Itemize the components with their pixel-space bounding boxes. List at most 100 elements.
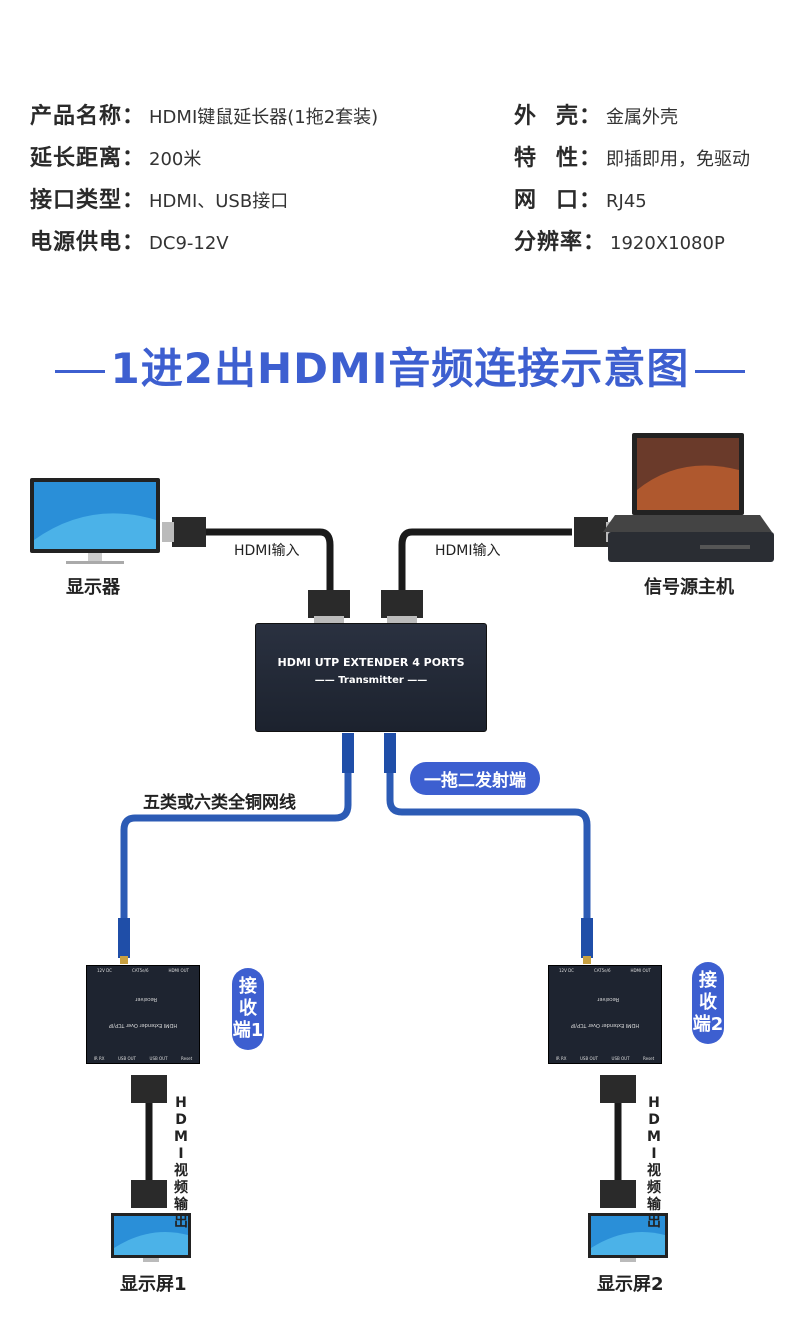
port-label: CAT5e/6 [131, 968, 149, 973]
receiver-2-pill: 接收端2 [692, 962, 724, 1044]
spec-label: 产品名称： [30, 104, 146, 129]
port-label: Reset [643, 1056, 655, 1061]
port-label: Reset [181, 1056, 193, 1061]
hdmi-plug-rx2-bottom [600, 1180, 636, 1208]
transmitter-subtitle: Transmitter [338, 675, 404, 686]
receiver-1-model: HDMI Extender Over TCP/IP [108, 1022, 178, 1028]
hdmi-plug-host [574, 517, 608, 547]
hdmi-out-label-1: HDMI视频输出 [174, 1095, 188, 1230]
transmitter-pill: 一拖二发射端 [410, 762, 540, 795]
spec-label: 电源供电： [30, 230, 146, 255]
hdmi-plug-rx2-top [600, 1075, 636, 1103]
port-label: CAT5e/6 [593, 968, 611, 973]
receiver-1-device: 12V DC CAT5e/6 HDMI OUT Receiver HDMI Ex… [86, 965, 200, 1064]
rj45-plug-rx2 [581, 918, 593, 958]
screen1-label: 显示屏1 [120, 1274, 187, 1295]
screen2-stand [620, 1258, 636, 1262]
utp-cable-right [386, 740, 591, 935]
receiver-1-bottom-ports: IR RX USB OUT USB OUT Reset [87, 1056, 199, 1061]
screen2-swoosh [591, 1231, 665, 1255]
spec-right-1: 特 性： 即插即用，免驱动 [514, 140, 750, 172]
hdmi-plug-tx-right [381, 590, 423, 618]
spec-value: HDMI键鼠延长器(1拖2套装) [149, 107, 379, 128]
receiver-1-pill: 接收端1 [232, 968, 264, 1050]
title-dash-right [695, 370, 746, 373]
transmitter-title: HDMI UTP EXTENDER 4 PORTS [277, 656, 465, 669]
port-label: USB OUT [118, 1056, 137, 1061]
hdmi-plug-rx1-bottom [131, 1180, 167, 1208]
spec-label: 接口类型： [30, 188, 146, 213]
screen2-label: 显示屏2 [597, 1274, 664, 1295]
monitor-base [66, 561, 124, 564]
port-label: USB OUT [611, 1056, 630, 1061]
monitor-label: 显示器 [66, 577, 120, 598]
spec-right-2: 网 口： RJ45 [514, 182, 647, 214]
spec-label: 特 [514, 146, 557, 171]
spec-right-0: 外 壳： 金属外壳 [514, 98, 678, 130]
spec-label: 性： [556, 146, 603, 171]
hdmi-plug-monitor [172, 517, 206, 547]
transmitter-device: HDMI UTP EXTENDER 4 PORTS —— Transmitter… [255, 623, 487, 732]
spec-label: 外 [514, 104, 557, 129]
transmitter-subtitle-row: —— Transmitter —— [314, 675, 428, 686]
receiver-1-role: Receiver [135, 996, 157, 1002]
hdmi-cable-monitor [205, 528, 334, 592]
hdmi-in-left-label: HDMI输入 [234, 543, 300, 559]
port-label: IR RX [555, 1056, 567, 1061]
laptop-keyboard [603, 515, 772, 532]
spec-label: 分辨率： [514, 230, 607, 255]
hdmi-plug-tx-left [308, 590, 350, 618]
spec-left-3: 电源供电： DC9-12V [30, 224, 229, 256]
monitor-stand [88, 553, 102, 561]
spec-label: 壳： [556, 104, 603, 129]
screen1-stand [143, 1258, 159, 1262]
receiver-2-role: Receiver [597, 996, 619, 1002]
spec-left-0: 产品名称： HDMI键鼠延长器(1拖2套装) [30, 98, 378, 130]
hdmi-plug-tx-left-tip [314, 616, 344, 624]
title-dash-left [54, 370, 105, 373]
spec-value: HDMI、USB接口 [149, 191, 289, 212]
spec-value: 金属外壳 [606, 107, 679, 128]
port-label: IR RX [93, 1056, 105, 1061]
hdmi-out-label-2: HDMI视频输出 [647, 1095, 661, 1230]
receiver-1-top-ports: 12V DC CAT5e/6 HDMI OUT [87, 968, 199, 973]
diagram-title: 1进2出HDMI音频连接示意图 [110, 344, 690, 393]
monitor-screen-swoosh [34, 513, 156, 549]
host-chassis [608, 532, 774, 562]
port-label: USB OUT [149, 1056, 168, 1061]
hdmi-plug-tx-right-tip [387, 616, 417, 624]
port-label: HDMI OUT [630, 968, 651, 973]
port-label: USB OUT [580, 1056, 599, 1061]
spec-right-3: 分辨率： 1920X1080P [514, 224, 725, 256]
hdmi-cable-host [398, 528, 572, 592]
host-label: 信号源主机 [644, 577, 734, 598]
port-label: 12V DC [96, 968, 112, 973]
spec-value: 1920X1080P [610, 233, 725, 254]
rj45-tip-rx1 [120, 956, 128, 964]
hdmi-plug-monitor-tip [162, 522, 174, 542]
spec-value: RJ45 [606, 191, 647, 212]
spec-label: 延长距离： [30, 146, 146, 171]
utp-cable-left [120, 740, 352, 935]
hdmi-in-right-label: HDMI输入 [435, 543, 501, 559]
spec-value: 200米 [149, 149, 202, 170]
rj45-plug-tx-left [342, 733, 354, 773]
receiver-2-model: HDMI Extender Over TCP/IP [570, 1022, 640, 1028]
port-label: HDMI OUT [168, 968, 189, 973]
spec-value: 即插即用，免驱动 [606, 149, 751, 170]
receiver-2-bottom-ports: IR RX USB OUT USB OUT Reset [549, 1056, 661, 1061]
hdmi-plug-rx1-top [131, 1075, 167, 1103]
rj45-plug-tx-right [384, 733, 396, 773]
laptop-screen-scene [637, 465, 739, 510]
spec-left-2: 接口类型： HDMI、USB接口 [30, 182, 288, 214]
receiver-2-device: 12V DC CAT5e/6 HDMI OUT Receiver HDMI Ex… [548, 965, 662, 1064]
spec-label: 网 [514, 188, 557, 213]
cable-type-label: 五类或六类全铜网线 [143, 793, 296, 813]
diagram-title-row: 1进2出HDMI音频连接示意图 [0, 335, 800, 396]
port-label: 12V DC [558, 968, 574, 973]
screen1-swoosh [114, 1231, 188, 1255]
spec-label: 口： [556, 188, 603, 213]
rj45-plug-rx1 [118, 918, 130, 958]
receiver-2-top-ports: 12V DC CAT5e/6 HDMI OUT [549, 968, 661, 973]
